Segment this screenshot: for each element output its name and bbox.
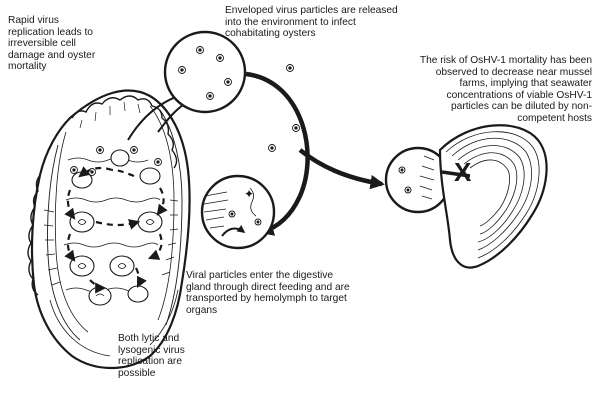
- oyster-shell: [27, 89, 191, 370]
- digestive-gland-circle: ✦: [200, 174, 276, 250]
- free-virus-particles: [268, 64, 300, 152]
- release-caption: Enveloped virus particles are released i…: [225, 5, 398, 40]
- environment-circle: [163, 30, 247, 114]
- entry-caption: Viral particles enter the digestive glan…: [186, 270, 350, 316]
- lytic-lysogenic-caption: Both lytic and lysogenic virus replicati…: [118, 333, 185, 379]
- svg-text:✦: ✦: [244, 187, 254, 201]
- mussel-dilution-caption: The risk of OsHV-1 mortality has been ob…: [419, 55, 592, 124]
- block-marker: X: [454, 157, 472, 187]
- infection-arrow: [245, 71, 310, 236]
- hemolymph-circulation-arrows: [64, 166, 168, 294]
- replication-caption: Rapid virus replication leads to irrever…: [8, 15, 96, 73]
- dilution-arrow: [298, 148, 385, 190]
- mussel-shell: [438, 124, 548, 269]
